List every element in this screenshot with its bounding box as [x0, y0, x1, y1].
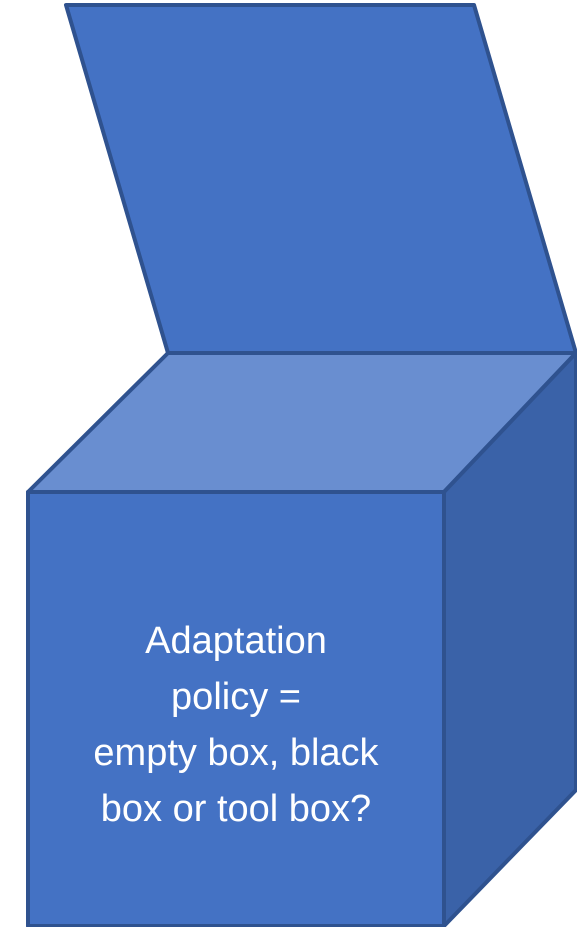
- box-label: Adaptation policy = empty box, black box…: [28, 494, 444, 926]
- box-label-line-1: Adaptation: [145, 620, 327, 662]
- box-label-line-4: box or tool box?: [100, 788, 372, 830]
- box-label-line-3: empty box, black: [93, 732, 379, 774]
- box-label-line-2: policy =: [171, 676, 301, 718]
- box-lid-flap: [64, 3, 577, 355]
- box-front-face: [26, 490, 446, 927]
